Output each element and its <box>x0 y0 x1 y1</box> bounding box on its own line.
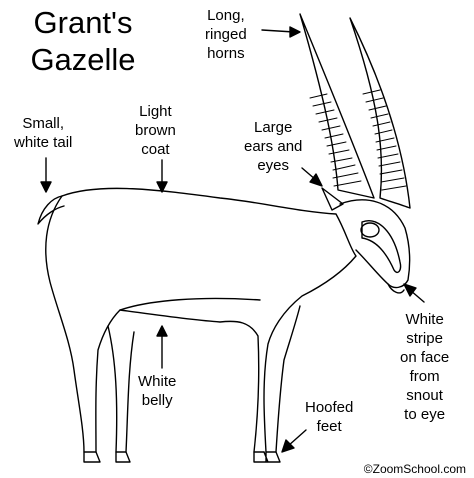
label-ears-line-1: Large <box>254 119 293 136</box>
hooves <box>83 451 281 463</box>
label-belly-line-2: belly <box>141 392 173 409</box>
label-stripe-line-2: stripe <box>406 330 443 347</box>
arrow-feet <box>281 429 307 453</box>
title-line-1: Grant's <box>33 5 133 40</box>
label-ears-line-3: eyes <box>257 157 290 174</box>
label-belly: White belly <box>138 372 176 410</box>
label-horns-line-1: Long, <box>207 7 245 24</box>
label-ears-line-2: ears and <box>244 138 303 155</box>
label-stripe-line-6: to eye <box>404 406 446 423</box>
title-line-2: Gazelle <box>30 42 136 77</box>
underline <box>45 195 265 453</box>
label-stripe: White stripe on face from snout to eye <box>400 310 449 424</box>
arrow-belly <box>156 325 168 369</box>
arrow-horns <box>261 26 301 38</box>
label-tail-line-2: white tail <box>14 134 73 151</box>
left-horn <box>299 13 375 199</box>
face-stripe <box>361 220 402 274</box>
belly-curve <box>119 297 261 311</box>
label-ears: Large ears and eyes <box>244 118 302 175</box>
label-stripe-line-3: on face <box>400 349 450 366</box>
label-coat-line-2: brown <box>135 122 176 139</box>
label-tail-line-1: Small, <box>22 115 65 132</box>
arrow-stripe <box>403 283 425 303</box>
label-stripe-line-4: from <box>409 368 440 385</box>
head <box>339 199 411 289</box>
label-belly-line-1: White <box>138 373 177 390</box>
eye <box>360 222 380 238</box>
diagram-title: Grant's Gazelle <box>8 4 158 78</box>
label-tail: Small, white tail <box>14 114 72 152</box>
copyright-credit: ©ZoomSchool.com <box>363 462 466 476</box>
label-feet: Hoofed feet <box>305 398 353 436</box>
horn-rings <box>309 89 407 191</box>
arrow-coat <box>156 159 168 193</box>
right-horn <box>349 17 411 209</box>
arrow-ears <box>301 167 323 187</box>
label-feet-line-1: Hoofed <box>305 399 354 416</box>
label-horns-line-3: horns <box>207 45 245 62</box>
label-coat: Light brown coat <box>135 102 176 159</box>
arrow-tail <box>40 157 52 193</box>
label-feet-line-2: feet <box>316 418 342 435</box>
label-stripe-line-5: snout <box>406 387 443 404</box>
snout <box>387 283 405 294</box>
label-coat-line-1: Light <box>139 103 172 120</box>
body <box>61 187 357 453</box>
label-horns: Long, ringed horns <box>205 6 247 63</box>
label-coat-line-3: coat <box>141 141 170 158</box>
tail <box>37 195 65 225</box>
label-horns-line-2: ringed <box>205 26 247 43</box>
back-leg <box>107 325 135 453</box>
label-stripe-line-1: White <box>405 311 444 328</box>
ear <box>321 187 344 211</box>
